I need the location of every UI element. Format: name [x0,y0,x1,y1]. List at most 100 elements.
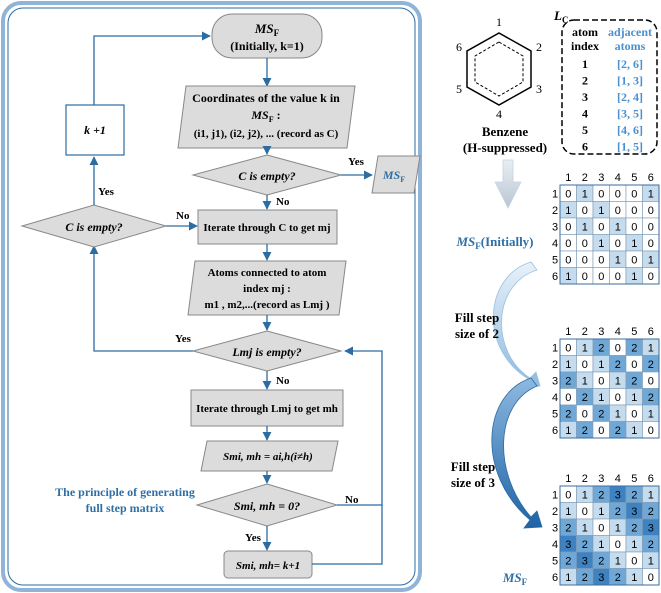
svg-text:MSF: MSF [502,570,528,587]
matrix-value: 0 [565,254,571,266]
yes-label-zero: Yes [245,532,262,544]
matrix-value: 2 [565,375,571,387]
c-empty-right-label: C is empty? [238,169,295,183]
matrix-value: 2 [648,392,654,404]
atoms-line1: Atoms connected to atom [208,267,327,279]
matrix-value: 0 [565,392,571,404]
adj-row-neighbors: [1, 3] [617,74,643,88]
c-empty-left-label: C is empty? [65,220,122,234]
benzene-atom-number: 1 [496,15,502,29]
matrix-value: 3 [598,572,604,584]
matrix-value: 1 [631,238,637,250]
matrix-value: 3 [615,489,621,501]
matrix-border [559,184,660,285]
matrix-value: 0 [582,359,588,371]
matrix-value: 1 [598,506,604,518]
matrix-value: 0 [648,238,654,250]
ms-output-main: MS [382,168,401,182]
down-arrow [494,159,522,209]
iterate-lm-label: Iterate through Lmj to get mh [196,403,338,415]
matrix-value: 1 [582,342,588,354]
matrix-value: 0 [631,205,637,217]
matrix-col-header: 4 [615,172,621,184]
matrix-row-header: 4 [552,238,558,250]
zero-check-label: Smi, mh = 0? [234,499,300,513]
svg-text:MSF :: MSF : [250,108,280,124]
coordinates-node: Coordinates of the value k in MSF : (i1,… [177,85,356,149]
no-label-zero: No [345,494,359,506]
matrix-col-header: 6 [648,326,654,338]
matrix-row-header: 1 [552,489,558,501]
matrix-value: 0 [598,221,604,233]
matrix-row-header: 3 [552,522,558,534]
matrix-value: 0 [582,271,588,283]
matrix-row-header: 6 [552,425,558,437]
svg-text:LC: LC [553,8,568,25]
matrix-value: 0 [648,572,654,584]
matrix-value: 2 [648,506,654,518]
matrix-value: 0 [598,375,604,387]
matrix-value: 2 [615,572,621,584]
matrix-value: 1 [615,375,621,387]
matrix-col-header: 6 [648,473,654,485]
adj-row-index: 3 [582,90,588,104]
coords-line3: (i1, j1), (i2, j2), ... (record as C) [194,128,339,140]
matrix-value: 1 [615,254,621,266]
matrix-value: 0 [615,342,621,354]
matrix-value: 1 [598,359,604,371]
benzene-atom-number: 5 [456,82,462,96]
matrix-row-header: 3 [552,375,558,387]
matrix-value: 1 [565,506,571,518]
matrix-value: 1 [582,522,588,534]
matrix-value: 2 [648,539,654,551]
curve-arrow-1 [492,261,541,389]
matrix-col-header: 3 [598,172,604,184]
iterate-c-node [197,209,338,245]
matrix-col-header: 1 [565,326,571,338]
fill-step2-line2: size of 2 [455,326,499,341]
matrix-value: 0 [598,425,604,437]
benzene-atom-number: 2 [536,40,542,54]
matrix-value: 0 [615,188,621,200]
matrix-value: 1 [565,359,571,371]
matrix-value: 1 [648,489,654,501]
matrix-value: 2 [565,522,571,534]
matrix-value: 2 [582,425,588,437]
start-initial: (Initially, k=1) [230,39,304,53]
adjacency-title: L [553,8,562,23]
m3-label-sub: F [522,577,528,587]
matrix-row-header: 6 [552,271,558,283]
adj-col2-header-2: atoms [615,39,646,53]
matrix-value: 1 [565,271,571,283]
matrix-value: 2 [598,489,604,501]
atoms-line3: m1 , m2,...(record as Lmj ) [204,299,329,311]
loop-line-lm-yes [89,245,193,352]
matrix-value: 0 [631,221,637,233]
assign-label: Smi, mh = ai,h(i≠h) [223,451,313,463]
yes-label-lm: Yes [175,333,192,345]
adj-row-index: 6 [582,140,588,154]
matrix-value: 1 [631,572,637,584]
m3-label: MS [502,570,522,585]
matrix-col-header: 3 [598,326,604,338]
no-label-lm: No [276,375,290,387]
matrix-value: 3 [565,539,571,551]
adj-row-neighbors: [1, 5] [617,140,643,154]
start-title-sub: F [274,28,280,38]
matrix-value: 1 [648,188,654,200]
benzene-atom-number: 6 [456,40,462,54]
m1-label-sub: F [475,241,481,251]
matrix-row-header: 3 [552,221,558,233]
matrix-value: 0 [631,359,637,371]
matrix-col-header: 5 [631,326,637,338]
matrix-value: 0 [598,254,604,266]
matrix-col-header: 2 [582,172,588,184]
matrix-border [559,338,660,439]
matrix-value: 1 [598,238,604,250]
adj-row-index: 5 [582,123,588,137]
flowchart-panel-inner [7,7,416,586]
matrix-value: 0 [565,188,571,200]
coords-colon: : [274,108,281,122]
matrix-value: 0 [648,271,654,283]
matrix-row-header: 5 [552,408,558,420]
